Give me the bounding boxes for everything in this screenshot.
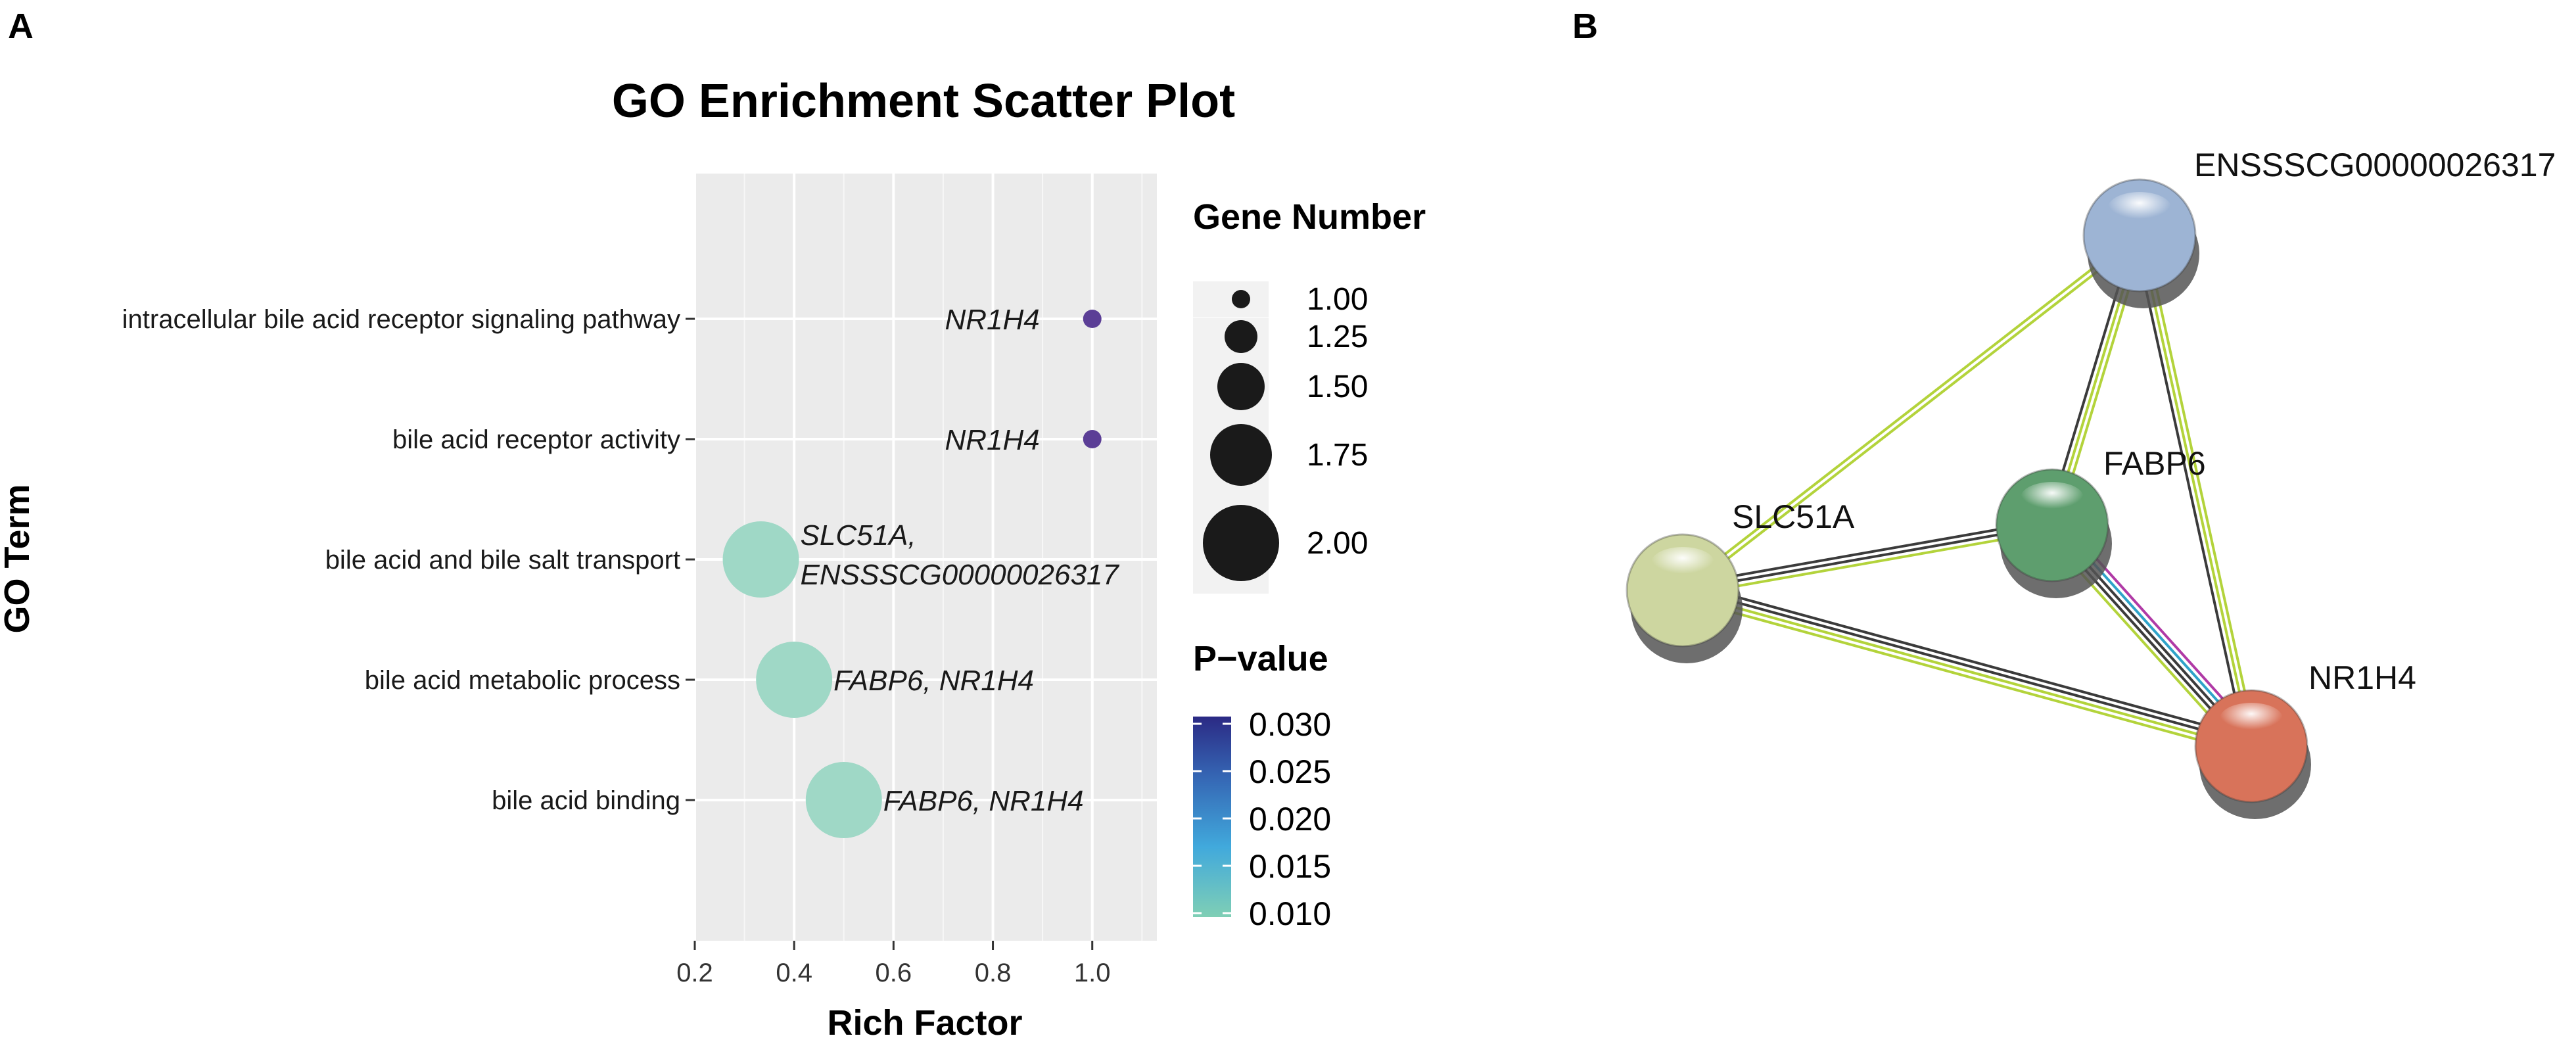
data-point <box>756 642 833 718</box>
color-legend: P−value 0.030 0.025 0.020 0.015 0.010 <box>1193 639 1331 932</box>
size-legend-label: 2.00 <box>1307 526 1368 561</box>
size-legend-title: Gene Number <box>1193 197 1426 237</box>
y-axis: intracellular bile acid receptor signali… <box>122 305 695 815</box>
y-tick-label: bile acid receptor activity <box>392 425 680 454</box>
network-edge <box>1680 596 2250 755</box>
color-legend-label: 0.025 <box>1249 753 1331 790</box>
x-tick-label: 0.4 <box>776 958 812 987</box>
node-label: ENSSSCG00000026317 <box>2194 147 2556 183</box>
network-node: ENSSSCG00000026317 <box>2082 147 2556 308</box>
y-axis-title: GO Term <box>0 484 37 633</box>
y-tick-label: bile acid binding <box>492 786 680 815</box>
network-edge <box>1684 581 2254 740</box>
panel-b-label: B <box>1572 7 1598 46</box>
data-point <box>805 762 882 838</box>
node-label: SLC51A <box>1732 498 1855 535</box>
color-legend-label: 0.015 <box>1249 848 1331 885</box>
gene-label: FABP6, NR1H4 <box>883 785 1084 817</box>
size-legend-dot <box>1225 320 1257 353</box>
size-legend-key <box>1193 281 1269 317</box>
network-edge <box>1683 236 2142 594</box>
data-point <box>722 521 799 598</box>
gene-labels: NR1H4NR1H4SLC51A,ENSSSCG00000026317FABP6… <box>801 304 1120 817</box>
node-highlight <box>2220 703 2283 734</box>
panel-a-label: A <box>8 7 34 46</box>
node-label: FABP6 <box>2103 445 2206 482</box>
gene-label: ENSSSCG00000026317 <box>801 559 1120 591</box>
x-tick-label: 1.0 <box>1074 958 1111 987</box>
gene-label: NR1H4 <box>945 304 1039 336</box>
color-legend-bar <box>1193 717 1231 917</box>
color-legend-label: 0.010 <box>1249 895 1331 932</box>
y-tick-label: bile acid metabolic process <box>365 666 680 695</box>
size-legend-label: 1.00 <box>1307 282 1368 317</box>
data-point <box>1083 430 1102 448</box>
network-edge <box>1681 591 2251 750</box>
x-tick-label: 0.8 <box>975 958 1012 987</box>
go-scatter-plot: GO Enrichment Scatter Plot intracellular… <box>0 75 1426 1040</box>
size-legend-label: 1.50 <box>1307 369 1368 404</box>
size-legend-label: 1.75 <box>1307 438 1368 473</box>
size-legend-dot <box>1232 290 1250 308</box>
y-tick-label: intracellular bile acid receptor signali… <box>122 305 680 334</box>
network-edge <box>1680 232 2139 590</box>
network-edge <box>1681 519 2051 587</box>
network-node: FABP6 <box>1995 445 2206 598</box>
data-point <box>1083 310 1102 328</box>
gene-label: NR1H4 <box>945 424 1039 456</box>
x-tick-label: 0.2 <box>676 958 713 987</box>
size-legend: Gene Number 1.001.25 1.50 1.75 2.00 <box>1193 197 1426 594</box>
x-tick-label: 0.6 <box>876 958 912 987</box>
y-tick-label: bile acid and bile salt transport <box>325 546 680 575</box>
node-highlight <box>2108 192 2171 224</box>
color-legend-title: P−value <box>1193 639 1328 678</box>
network-edge <box>2133 236 2248 748</box>
gene-label: SLC51A, <box>801 519 916 552</box>
node-highlight <box>2021 482 2084 513</box>
color-legend-label: 0.030 <box>1249 706 1331 743</box>
network-edge <box>2143 233 2258 745</box>
gene-label: FABP6, NR1H4 <box>833 665 1034 697</box>
chart-title: GO Enrichment Scatter Plot <box>612 75 1235 128</box>
x-axis-title: Rich Factor <box>827 1003 1022 1040</box>
network-edge <box>1683 529 2053 597</box>
network-edges <box>1680 232 2260 755</box>
plot-grid <box>693 174 1157 941</box>
node-highlight <box>1651 547 1714 579</box>
size-legend-dot <box>1217 363 1265 410</box>
network-edge <box>1682 524 2053 592</box>
network-edge <box>1683 586 2253 745</box>
node-label: NR1H4 <box>2308 659 2416 696</box>
size-legend-dot <box>1203 505 1279 581</box>
network-node: NR1H4 <box>2194 659 2416 819</box>
x-axis: 0.2 0.4 0.6 0.8 1.0 <box>676 941 1111 987</box>
network-edge <box>2138 235 2253 747</box>
size-legend-label: 1.25 <box>1307 319 1368 354</box>
color-legend-label: 0.020 <box>1249 801 1331 838</box>
size-legend-dot <box>1210 424 1272 486</box>
data-points <box>722 310 1102 838</box>
network-node: SLC51A <box>1626 498 1855 663</box>
